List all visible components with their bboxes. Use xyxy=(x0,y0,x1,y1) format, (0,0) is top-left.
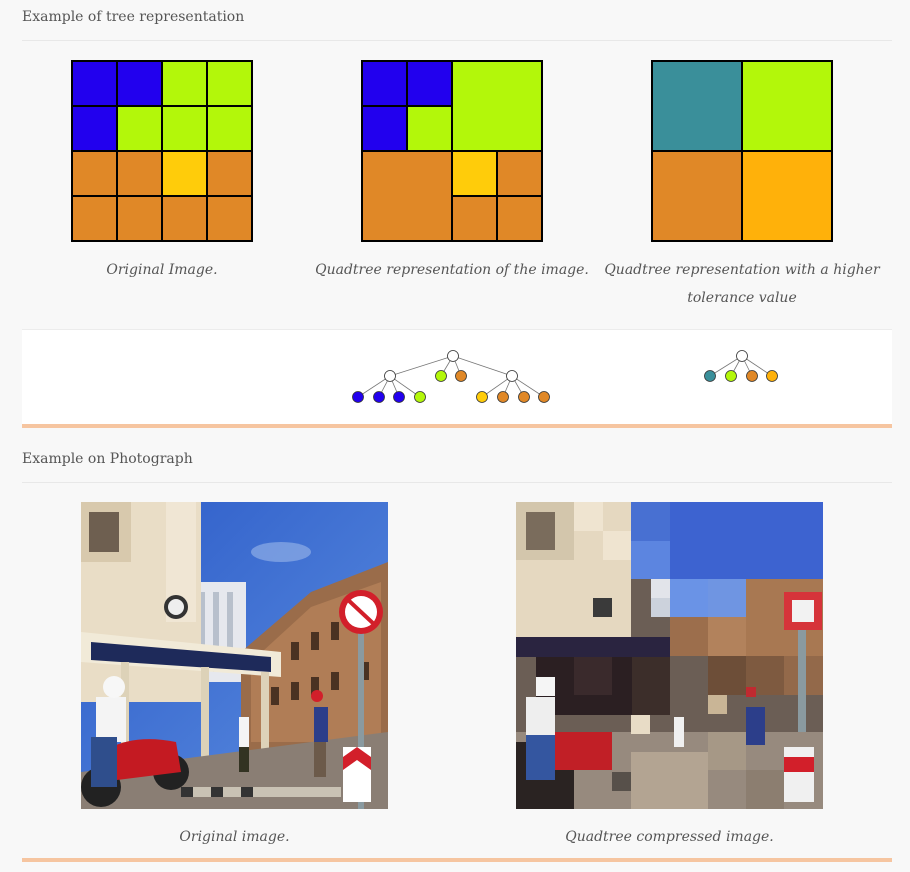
original-grid-image xyxy=(71,60,253,242)
caption-original-image: Original Image. xyxy=(106,262,218,278)
tree-leaf-orange xyxy=(497,391,509,403)
tree-leaf-orange xyxy=(455,370,467,382)
tree-leaf-green xyxy=(435,370,447,382)
section-divider-bar xyxy=(22,858,892,862)
tree-leaf-green xyxy=(725,370,737,382)
tree-root-node xyxy=(736,350,748,362)
tree-leaf-blue xyxy=(352,391,364,403)
section-title-photograph: Example on Photograph xyxy=(22,451,193,467)
tree-node xyxy=(506,370,518,382)
divider xyxy=(22,40,892,41)
section-divider-bar xyxy=(22,424,892,428)
tree-leaf-amber xyxy=(766,370,778,382)
tree-leaf-blue xyxy=(373,391,385,403)
tree-node xyxy=(384,370,396,382)
caption-original-photograph: Original image. xyxy=(179,829,290,845)
caption-high-tolerance: Quadtree representation with a higher to… xyxy=(604,262,880,306)
caption-compressed-photograph: Quadtree compressed image. xyxy=(565,829,774,845)
tree-leaf-blue xyxy=(393,391,405,403)
tree-leaf-green xyxy=(414,391,426,403)
caption-quadtree-image: Quadtree representation of the image. xyxy=(315,262,589,278)
tree-leaf-orange xyxy=(538,391,550,403)
high-tolerance-grid-image xyxy=(651,60,833,242)
quadtree-grid-image xyxy=(361,60,543,242)
tree-leaf-orange xyxy=(518,391,530,403)
tree-root-node xyxy=(447,350,459,362)
tree-leaf-teal xyxy=(704,370,716,382)
divider xyxy=(22,482,892,483)
original-photograph xyxy=(81,502,388,809)
tree-leaf-orange xyxy=(746,370,758,382)
quadtree-tree-diagram xyxy=(352,350,778,403)
compressed-photograph xyxy=(516,502,823,809)
section-title-tree: Example of tree representation xyxy=(22,9,245,25)
tree-leaf-yellow xyxy=(476,391,488,403)
